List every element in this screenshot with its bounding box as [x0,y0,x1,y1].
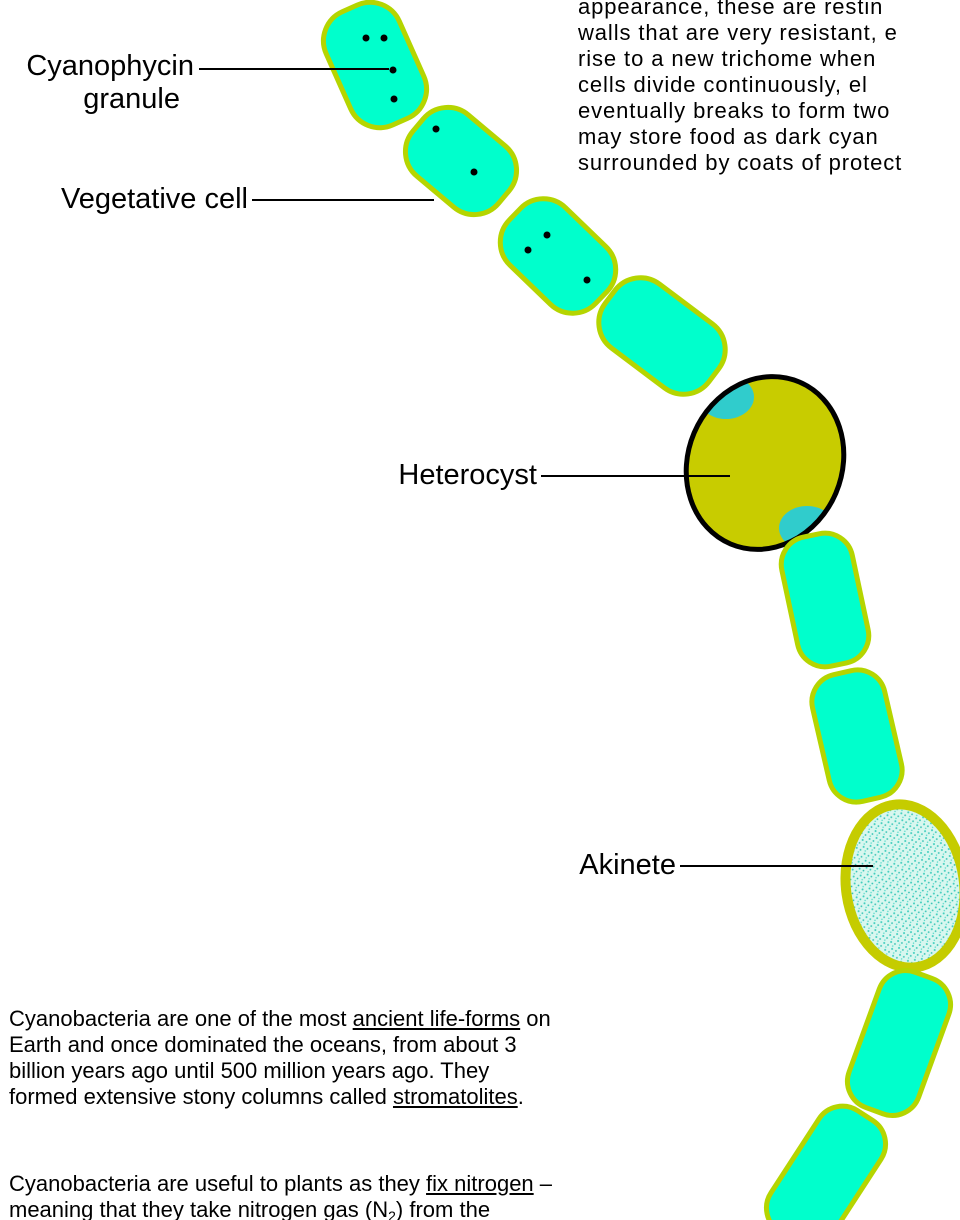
text: – [540,1171,552,1196]
label-vegetative-cell: Vegetative cell [0,183,248,216]
text: formed extensive stony columns called [9,1084,387,1109]
text: Cyanobacteria are one of the most [9,1006,347,1031]
vegetative-cell-7 [840,963,959,1124]
top-text-line: appearance, these are restin [578,0,960,20]
label-cyanophycin-line1: Cyanophycin [26,50,194,82]
nitrogen-paragraph: Cyanobacteria are useful to plants as th… [9,1171,483,1220]
top-text-line: eventually breaks to form two [578,98,960,124]
link-fix-nitrogen[interactable]: fix nitrogen [426,1171,534,1196]
akinete [830,791,960,981]
cyanophycin-granule [390,67,397,74]
para1-line1: Cyanobacteria are one of the most ancien… [9,1006,483,1032]
para1-line3: billion years ago until 500 million year… [9,1058,483,1084]
cyanophycin-granule [363,35,370,42]
cyanophycin-granule [381,35,388,42]
label-akinete: Akinete [450,849,676,882]
vegetative-cell-8 [756,1095,896,1220]
cyanophycin-granule [525,247,532,254]
para1-line2: Earth and once dominated the oceans, fro… [9,1032,483,1058]
para2-line2: meaning that they take nitrogen gas (N2)… [9,1197,483,1220]
label-heterocyst: Heterocyst [300,459,537,492]
cyanophycin-granule [471,169,478,176]
top-text-line: surrounded by coats of protect [578,150,960,176]
vegetative-cell-5 [776,528,874,672]
link-ancient-life-forms[interactable]: ancient life-forms [353,1006,521,1031]
text: meaning that they take nitrogen gas (N [9,1197,388,1220]
top-text-line: rise to a new trichome when [578,46,960,72]
cyanophycin-granule [544,232,551,239]
para2-line1: Cyanobacteria are useful to plants as th… [9,1171,483,1197]
top-text-line: may store food as dark cyan [578,124,960,150]
subscript: 2 [388,1208,396,1220]
top-text-line: walls that are very resistant, e [578,20,960,46]
vegetative-cell-6 [806,664,907,807]
text: on [526,1006,550,1031]
text: . [518,1084,524,1109]
label-cyanophycin: Cyanophycin granule [0,50,194,117]
text: Cyanobacteria are useful to plants as th… [9,1171,420,1196]
cyanophycin-granule [433,126,440,133]
link-stromatolites[interactable]: stromatolites [393,1084,518,1109]
top-paragraph-fragment: appearance, these are restin walls that … [578,0,960,176]
para1-line4: formed extensive stony columns called st… [9,1084,483,1110]
cyanophycin-granule [584,277,591,284]
intro-paragraph: Cyanobacteria are one of the most ancien… [9,1006,483,1110]
text: ) from the [396,1197,490,1220]
top-text-line: cells divide continuously, el [578,72,960,98]
label-cyanophycin-line2: granule [83,83,194,116]
cyanophycin-granule [391,96,398,103]
